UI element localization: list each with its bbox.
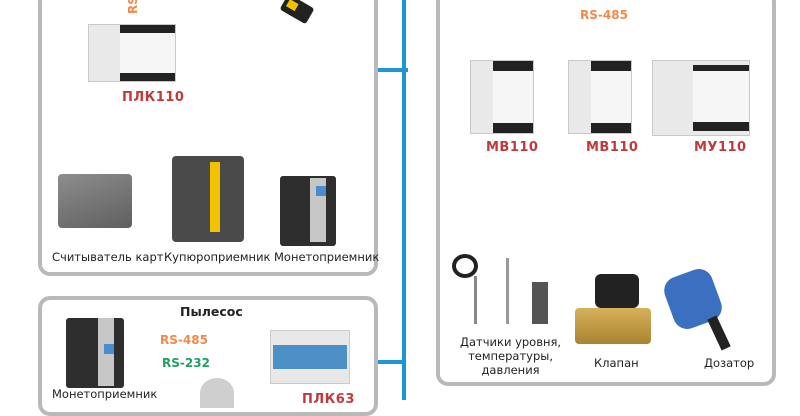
rs485-label-bottom: RS-485: [160, 333, 208, 347]
rs232-label-bottom: RS-232: [162, 356, 210, 370]
dosing-pump-icon: [660, 265, 732, 352]
sensors-label-line-2: температуры,: [468, 349, 554, 363]
rs485-bus-label: RS-485: [580, 8, 628, 22]
dosing-pump-label: Дозатор: [704, 356, 755, 370]
mu110-label: МУ110: [694, 140, 747, 155]
plk110-module[interactable]: [88, 24, 176, 82]
vacuum-motor-icon: [200, 378, 234, 408]
plk63-module[interactable]: [270, 330, 350, 384]
mu110-module[interactable]: [652, 60, 750, 136]
bill-acceptor-icon: [172, 156, 244, 242]
mv110-module-2[interactable]: [568, 60, 632, 134]
mv110-label-2: МВ110: [586, 140, 639, 155]
sensors-label-line-3: давления: [481, 363, 540, 377]
bill-acceptor-label: Купюроприемник: [164, 250, 271, 264]
sensors-label-line-1: Датчики уровня,: [460, 335, 562, 349]
plk110-label: ПЛК110: [122, 90, 185, 105]
valve-icon: [575, 274, 651, 346]
rs-label-top: RS: [125, 0, 140, 14]
card-reader-icon: [58, 174, 132, 228]
mv110-label-1: МВ110: [486, 140, 539, 155]
vacuum-title: Пылесос: [180, 304, 243, 319]
valve-label: Клапан: [594, 356, 639, 370]
coin-acceptor-label: Монетоприемник: [274, 250, 380, 264]
mv110-module-1[interactable]: [470, 60, 534, 134]
sensors-label: Датчики уровня, температуры, давления: [460, 335, 561, 377]
sensors-icon: [450, 254, 555, 332]
coin-acceptor-icon: [280, 176, 336, 246]
coin-acceptor-bottom-label: Монетоприемник: [52, 387, 158, 401]
card-reader-label: Считыватель карт: [52, 250, 164, 264]
coin-acceptor-bottom-icon: [66, 318, 124, 388]
